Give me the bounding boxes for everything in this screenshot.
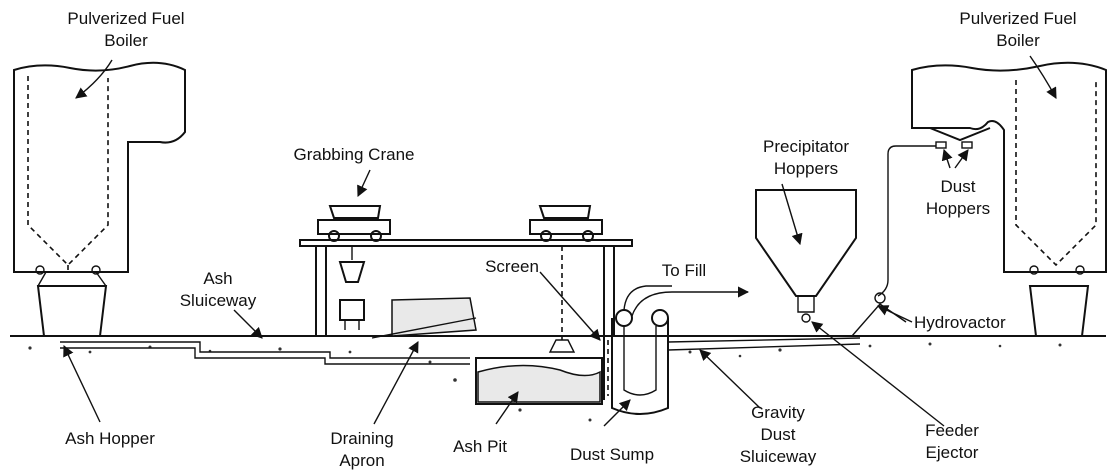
label-gravity-3: Sluiceway xyxy=(740,447,817,466)
ash-hopper-right xyxy=(1028,285,1090,337)
label-hydrovactor: Hydrovactor xyxy=(914,313,1006,332)
crane-gantry xyxy=(299,205,633,353)
label-boiler-right-2: Boiler xyxy=(996,31,1040,50)
dust-sump xyxy=(611,285,750,415)
label-ash-sluiceway-1: Ash xyxy=(203,269,232,288)
label-to-fill: To Fill xyxy=(662,261,706,280)
label-dust-hoppers-1: Dust xyxy=(941,177,976,196)
ground xyxy=(10,335,1106,422)
ash-hopper-left xyxy=(36,271,108,337)
boiler-right xyxy=(911,61,1107,275)
label-dust-hoppers-2: Hoppers xyxy=(926,199,990,218)
label-feeder-ejector-2: Ejector xyxy=(926,443,979,462)
label-gravity-2: Dust xyxy=(761,425,796,444)
screen xyxy=(603,336,609,400)
gravity-dust-sluiceway xyxy=(667,337,861,351)
label-gravity-1: Gravity xyxy=(751,403,805,422)
leader-lines xyxy=(63,55,1057,427)
label-screen: Screen xyxy=(485,257,539,276)
label-draining-apron-2: Apron xyxy=(339,451,384,470)
label-grabbing-crane: Grabbing Crane xyxy=(294,145,415,164)
boiler-left xyxy=(13,61,186,275)
precipitator-hopper xyxy=(755,189,857,323)
ash-pit xyxy=(475,357,603,405)
label-dust-sump: Dust Sump xyxy=(570,445,654,464)
label-precipitator-1: Precipitator xyxy=(763,137,849,156)
label-boiler-right-1: Pulverized Fuel xyxy=(959,9,1076,28)
draining-apron xyxy=(371,297,477,339)
label-ash-pit: Ash Pit xyxy=(453,437,507,456)
label-ash-hopper: Ash Hopper xyxy=(65,429,155,448)
label-precipitator-2: Hoppers xyxy=(774,159,838,178)
label-boiler-left-2: Boiler xyxy=(104,31,148,50)
label-draining-apron-1: Draining xyxy=(330,429,393,448)
ash-sluiceway xyxy=(60,341,470,365)
label-boiler-left-1: Pulverized Fuel xyxy=(67,9,184,28)
label-feeder-ejector-1: Feeder xyxy=(925,421,979,440)
label-ash-sluiceway-2: Sluiceway xyxy=(180,291,257,310)
hydrovactor-line xyxy=(851,145,936,337)
